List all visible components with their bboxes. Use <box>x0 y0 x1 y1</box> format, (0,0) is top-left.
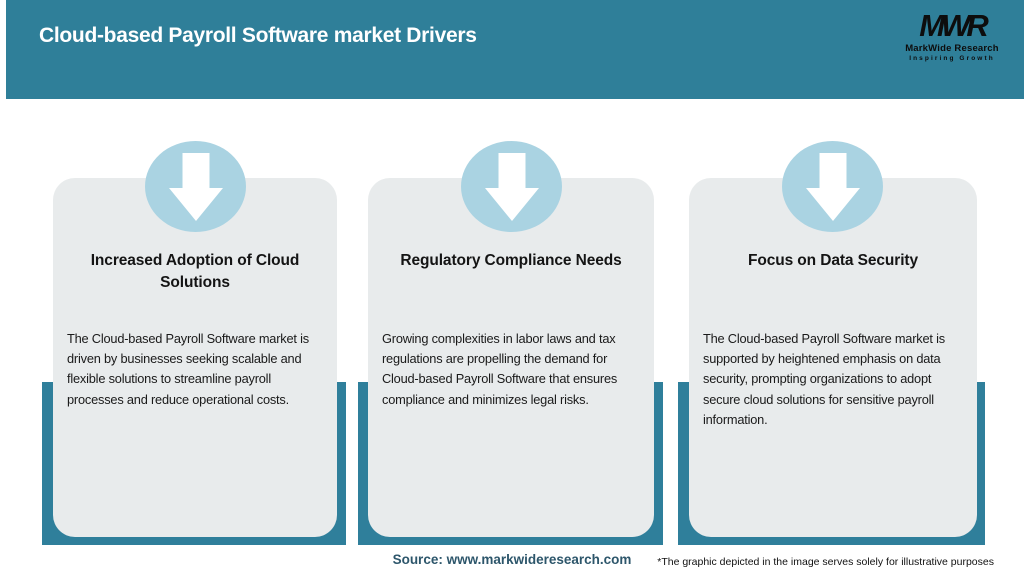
logo-name: MarkWide Research <box>905 43 999 54</box>
down-arrow-icon <box>805 152 860 221</box>
brand-logo: MWR MarkWide Research Inspiring Growth <box>902 10 1002 62</box>
source-text: Source: www.markwideresearch.com <box>392 552 632 567</box>
arrow-badge <box>461 141 562 232</box>
arrow-badge <box>145 141 246 232</box>
card-body: The Cloud-based Payroll Software market … <box>67 331 309 407</box>
driver-card-data-security: Focus on Data Security The Cloud-based P… <box>689 178 977 537</box>
logo-acronym: MWR <box>919 8 988 43</box>
logo-tagline: Inspiring Growth <box>909 54 995 62</box>
page-title: Cloud-based Payroll Software market Driv… <box>39 24 477 47</box>
header-bar: Cloud-based Payroll Software market Driv… <box>6 0 1024 99</box>
card-title: Increased Adoption of Cloud Solutions <box>90 252 300 291</box>
card-body: Growing complexities in labor laws and t… <box>382 331 618 407</box>
down-arrow-icon <box>484 152 539 221</box>
card-title: Focus on Data Security <box>747 252 919 269</box>
disclaimer-text: *The graphic depicted in the image serve… <box>657 556 994 568</box>
card-title: Regulatory Compliance Needs <box>400 252 622 269</box>
down-arrow-icon <box>168 152 223 221</box>
card-body: The Cloud-based Payroll Software market … <box>703 331 945 427</box>
arrow-badge <box>782 141 883 232</box>
driver-card-cloud-adoption: Increased Adoption of Cloud Solutions Th… <box>53 178 337 537</box>
driver-card-regulatory-compliance: Regulatory Compliance Needs Growing comp… <box>368 178 654 537</box>
